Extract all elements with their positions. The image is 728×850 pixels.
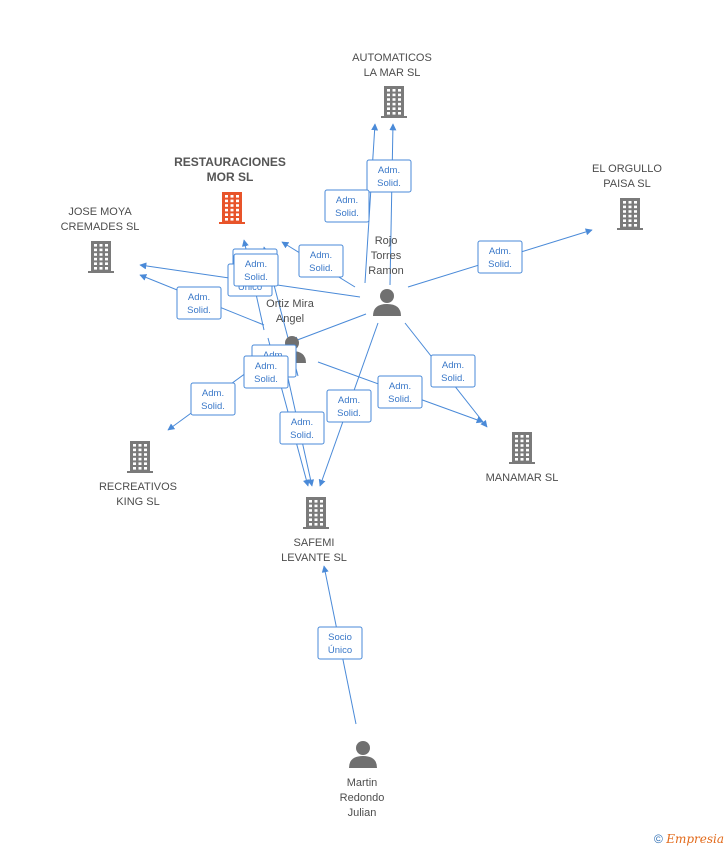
node-label: LA MAR SL xyxy=(364,67,421,79)
edge-label-e15[interactable]: Adm. Solid. xyxy=(233,253,279,287)
edge-label-text: Adm. xyxy=(389,381,411,392)
node-label: Rojo xyxy=(375,235,398,247)
edge-label-e12[interactable]: Adm. Solid. xyxy=(377,375,423,409)
edge-label-e3[interactable]: Adm. Solid. xyxy=(298,244,344,278)
node-label: Julian xyxy=(348,807,377,819)
edge-label-text: Solid. xyxy=(335,208,359,219)
edge-label-e2[interactable]: Adm. Solid. xyxy=(324,189,370,223)
copyright-icon: © xyxy=(654,832,663,846)
building-icon xyxy=(617,198,643,230)
person-icon xyxy=(373,289,401,316)
edge-label-text: Solid. xyxy=(254,374,278,385)
edge-line-e2 xyxy=(364,123,379,284)
edge-label-text: Adm. xyxy=(378,165,400,176)
node-recreativos[interactable]: RECREATIVOS KING SL xyxy=(99,441,177,508)
edge-label-text: Solid. xyxy=(488,259,512,270)
node-label: Redondo xyxy=(340,792,385,804)
edge-label-e6[interactable]: Adm. Solid. xyxy=(430,354,476,388)
node-label: MANAMAR SL xyxy=(486,472,559,484)
edge-label-text: Adm. xyxy=(310,250,332,261)
edge-label-text: Solid. xyxy=(377,178,401,189)
edge-label-text: Adm. xyxy=(188,292,210,303)
edge-label-text: Único xyxy=(238,282,262,293)
edge-label-text: Adm. xyxy=(489,246,511,257)
edge-label-text: Solid. xyxy=(337,408,361,419)
node-label: RECREATIVOS xyxy=(99,481,177,493)
node-label: JOSE MOYA xyxy=(68,206,132,218)
node-label: Angel xyxy=(276,313,304,325)
edge-label-e13[interactable]: Adm. Solid. xyxy=(279,411,325,445)
building-icon xyxy=(127,441,153,473)
edge-label-text: Solid. xyxy=(441,373,465,384)
node-label: KING SL xyxy=(116,496,159,508)
edge-label-text: Adm. xyxy=(338,395,360,406)
edge-label-text: Adm. xyxy=(245,259,267,270)
node-manamar[interactable]: MANAMAR SL xyxy=(486,432,559,484)
node-label: AUTOMATICOS xyxy=(352,52,432,64)
edge-line-e8 xyxy=(291,313,367,344)
node-label: SAFEMI xyxy=(294,537,335,549)
building-icon xyxy=(88,241,114,273)
building-icon xyxy=(509,432,535,464)
node-label: LEVANTE SL xyxy=(281,552,347,564)
edge-label-e11[interactable]: Adm. Solid. xyxy=(190,382,236,416)
node-jose[interactable]: JOSE MOYA CREMADES SL xyxy=(61,206,140,273)
edge-label-text: Solid. xyxy=(244,272,268,283)
edge-label-e10[interactable]: Adm. Solid. xyxy=(176,286,222,320)
edge-label-text: Adm. xyxy=(442,360,464,371)
node-label: Ramon xyxy=(368,265,403,277)
edge-label-e14[interactable]: Adm. Solid. xyxy=(243,355,289,389)
node-label: Ortiz Mira xyxy=(266,298,315,310)
edge-label-text: Adm. xyxy=(336,195,358,206)
edge-label-text: Solid. xyxy=(388,394,412,405)
edge-label-e7[interactable]: Adm. Solid. xyxy=(326,389,372,423)
node-label: Torres xyxy=(371,250,402,262)
edge-label-e1[interactable]: Adm. Solid. xyxy=(366,159,412,193)
edge-label-e5[interactable]: Adm. Solid. xyxy=(477,240,523,274)
edge-label-text: Adm. xyxy=(291,417,313,428)
person-icon xyxy=(349,741,377,768)
edge-label-text: Solid. xyxy=(290,430,314,441)
building-icon xyxy=(303,497,329,529)
node-label: CREMADES SL xyxy=(61,221,140,233)
edge-label-text: Solid. xyxy=(201,401,225,412)
building-icon xyxy=(219,192,245,224)
edge-label-text: Solid. xyxy=(187,305,211,316)
node-label: EL ORGULLO xyxy=(592,163,662,175)
edge-label-text: Adm. xyxy=(202,388,224,399)
node-label: PAISA SL xyxy=(603,178,651,190)
node-orgullo[interactable]: EL ORGULLO PAISA SL xyxy=(592,163,662,230)
node-safemi[interactable]: SAFEMI LEVANTE SL xyxy=(281,497,347,564)
edge-label-text: Adm. xyxy=(255,361,277,372)
edge-label-text: Solid. xyxy=(309,263,333,274)
edge-line-e1 xyxy=(389,123,397,286)
edge-label-text: Único xyxy=(328,645,352,656)
node-label: Martin xyxy=(347,777,378,789)
node-automaticos[interactable]: AUTOMATICOS LA MAR SL xyxy=(352,52,432,118)
building-icon xyxy=(381,86,407,118)
footer-brand: © Empresia xyxy=(654,832,724,846)
brand-logo: Empresia xyxy=(666,832,724,846)
edge-label-text: Socio xyxy=(328,632,352,643)
node-label: RESTAURACIONES xyxy=(174,155,286,169)
node-label: MOR SL xyxy=(207,170,254,184)
